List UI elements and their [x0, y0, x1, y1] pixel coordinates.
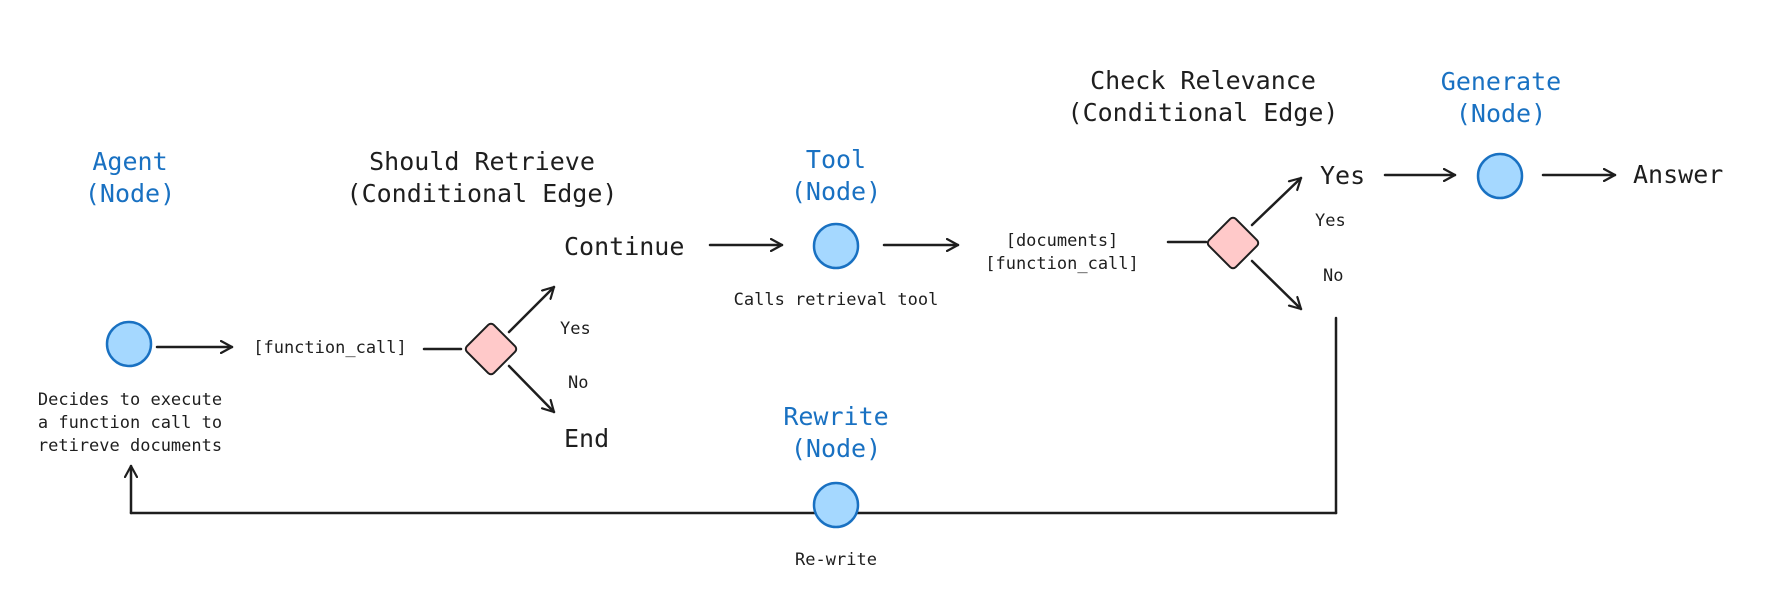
rewrite-description: Re-write	[795, 550, 877, 570]
agent-description-line2: a function call to	[38, 413, 222, 433]
end-label: End	[564, 424, 609, 453]
generate-title: Generate	[1441, 67, 1561, 96]
agent-description-line3: retireve documents	[38, 436, 222, 456]
rewrite-subtitle: (Node)	[791, 434, 881, 463]
should-retrieve-title: Should Retrieve	[369, 147, 595, 176]
should-retrieve-yes-arrow	[507, 285, 556, 334]
tool-output-line2: [function_call]	[985, 254, 1139, 274]
generate-node[interactable]	[1476, 152, 1524, 200]
check-relevance-yes-arrow	[1250, 176, 1303, 227]
tool-title: Tool	[806, 145, 866, 174]
check-relevance-title: Check Relevance	[1090, 66, 1316, 95]
should-retrieve-diamond[interactable]	[464, 322, 518, 376]
agent-output-label: [function_call]	[253, 338, 407, 358]
tool-node[interactable]	[812, 222, 860, 270]
rewrite-node[interactable]	[812, 481, 860, 529]
check-relevance-diamond[interactable]	[1206, 216, 1260, 270]
tool-description: Calls retrieval tool	[734, 290, 939, 310]
agent-description-line1: Decides to execute	[38, 390, 222, 410]
tool-output-line1: [documents]	[1006, 231, 1119, 251]
check-relevance-yes-branch: Yes	[1320, 161, 1365, 190]
agent-subtitle: (Node)	[85, 179, 175, 208]
should-retrieve-no-label: No	[568, 373, 588, 393]
agent-title: Agent	[92, 147, 167, 176]
tool-subtitle: (Node)	[791, 177, 881, 206]
check-relevance-yes-label: Yes	[1315, 211, 1346, 231]
agent-node[interactable]	[105, 320, 153, 368]
check-relevance-no-arrow	[1250, 259, 1303, 311]
check-relevance-subtitle: (Conditional Edge)	[1068, 98, 1339, 127]
check-relevance-no-label: No	[1323, 266, 1343, 286]
generate-subtitle: (Node)	[1456, 99, 1546, 128]
answer-label: Answer	[1633, 160, 1723, 189]
should-retrieve-yes-label: Yes	[560, 319, 591, 339]
should-retrieve-subtitle: (Conditional Edge)	[347, 179, 618, 208]
rewrite-title: Rewrite	[783, 402, 888, 431]
continue-label: Continue	[564, 232, 684, 261]
should-retrieve-no-arrow	[507, 364, 556, 414]
